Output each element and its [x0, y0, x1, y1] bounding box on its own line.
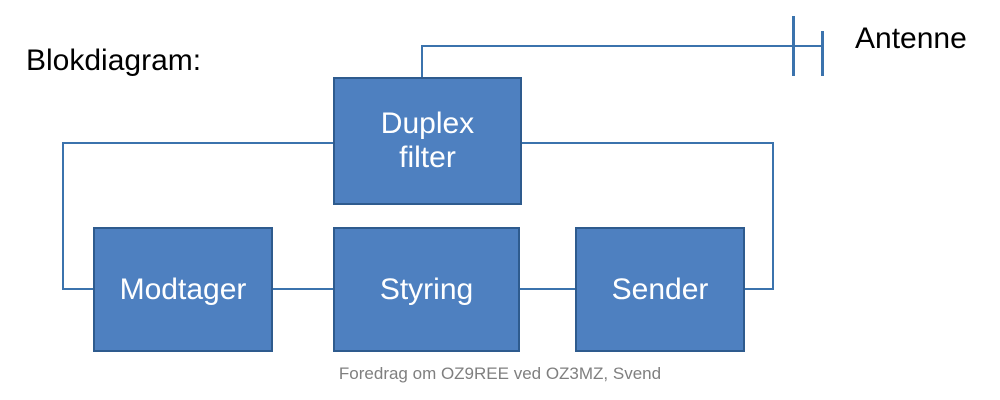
block-modtager-label: Modtager: [119, 272, 247, 306]
block-styring[interactable]: Styring: [333, 227, 520, 352]
wire-duplex-to-modtager-top: [62, 142, 335, 144]
wire-duplex-to-modtager-vertical: [62, 142, 64, 290]
wire-modtager-to-styring: [271, 288, 335, 290]
block-sender-label: Sender: [611, 272, 709, 306]
block-styring-label: Styring: [379, 272, 474, 306]
wire-duplex-to-sender-entry: [743, 288, 774, 290]
block-duplex-filter-label: Duplex filter: [380, 107, 475, 174]
footer-caption: Foredrag om OZ9REE ved OZ3MZ, Svend: [338, 364, 662, 383]
antenna-element-tall: [792, 16, 795, 76]
page-title: Blokdiagram:: [26, 44, 202, 77]
wire-duplex-to-sender-vertical: [772, 142, 774, 290]
block-modtager[interactable]: Modtager: [93, 227, 273, 352]
wire-duplex-to-antenna-vertical: [421, 45, 423, 79]
antenna-element-short: [821, 31, 824, 76]
block-sender[interactable]: Sender: [575, 227, 745, 352]
block-duplex-filter[interactable]: Duplex filter: [333, 77, 522, 205]
wire-duplex-to-antenna-horizontal: [421, 45, 823, 47]
wire-duplex-to-sender-top: [520, 142, 774, 144]
wire-duplex-to-modtager-entry: [62, 288, 95, 290]
wire-styring-to-sender: [518, 288, 577, 290]
antenna-label: Antenne: [855, 22, 967, 55]
